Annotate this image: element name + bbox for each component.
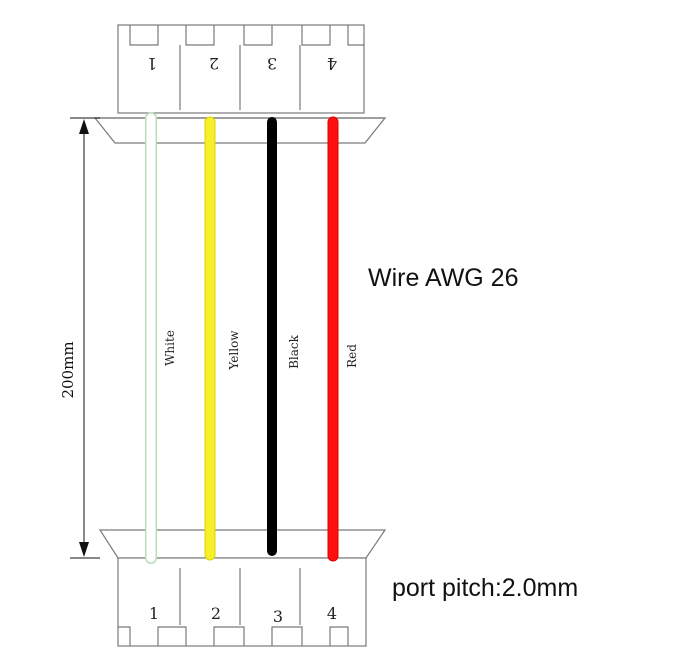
top-connector: 1 2 3 4 — [93, 24, 387, 144]
bottom-connector-dividers — [179, 568, 301, 625]
wire-3-label: Black — [287, 334, 301, 369]
top-connector-latches — [129, 25, 364, 46]
length-dimension: 200mm — [59, 117, 100, 559]
top-connector-housing — [117, 24, 365, 114]
top-pin-4: 4 — [327, 54, 337, 73]
bottom-pin-1: 1 — [149, 604, 159, 623]
pitch-note: port pitch:2.0mm — [392, 574, 578, 602]
top-pin-3: 3 — [267, 54, 277, 73]
top-pin-1: 1 — [147, 54, 157, 73]
bottom-connector: 1 2 3 4 — [98, 529, 387, 647]
dimension-arrow-bottom — [79, 542, 89, 557]
wire-labels: White Yellow Black Red — [163, 330, 359, 371]
wire-2-label: Yellow — [227, 330, 241, 371]
top-connector-dividers — [179, 45, 301, 110]
top-pin-2: 2 — [209, 54, 219, 73]
wire-4-label: Red — [345, 344, 359, 368]
bottom-pin-3: 3 — [273, 607, 283, 626]
wire-spec-note: Wire AWG 26 — [368, 264, 519, 292]
bottom-connector-latches — [118, 626, 349, 646]
wires — [145, 112, 339, 564]
bottom-pin-4: 4 — [327, 604, 337, 623]
dimension-arrow-top — [79, 119, 89, 134]
top-connector-flange — [93, 117, 387, 144]
bottom-connector-flange — [98, 529, 387, 559]
bottom-pin-2: 2 — [211, 604, 221, 623]
bottom-connector-housing — [117, 557, 367, 647]
wire-1-label: White — [163, 330, 177, 366]
length-label: 200mm — [59, 341, 77, 398]
